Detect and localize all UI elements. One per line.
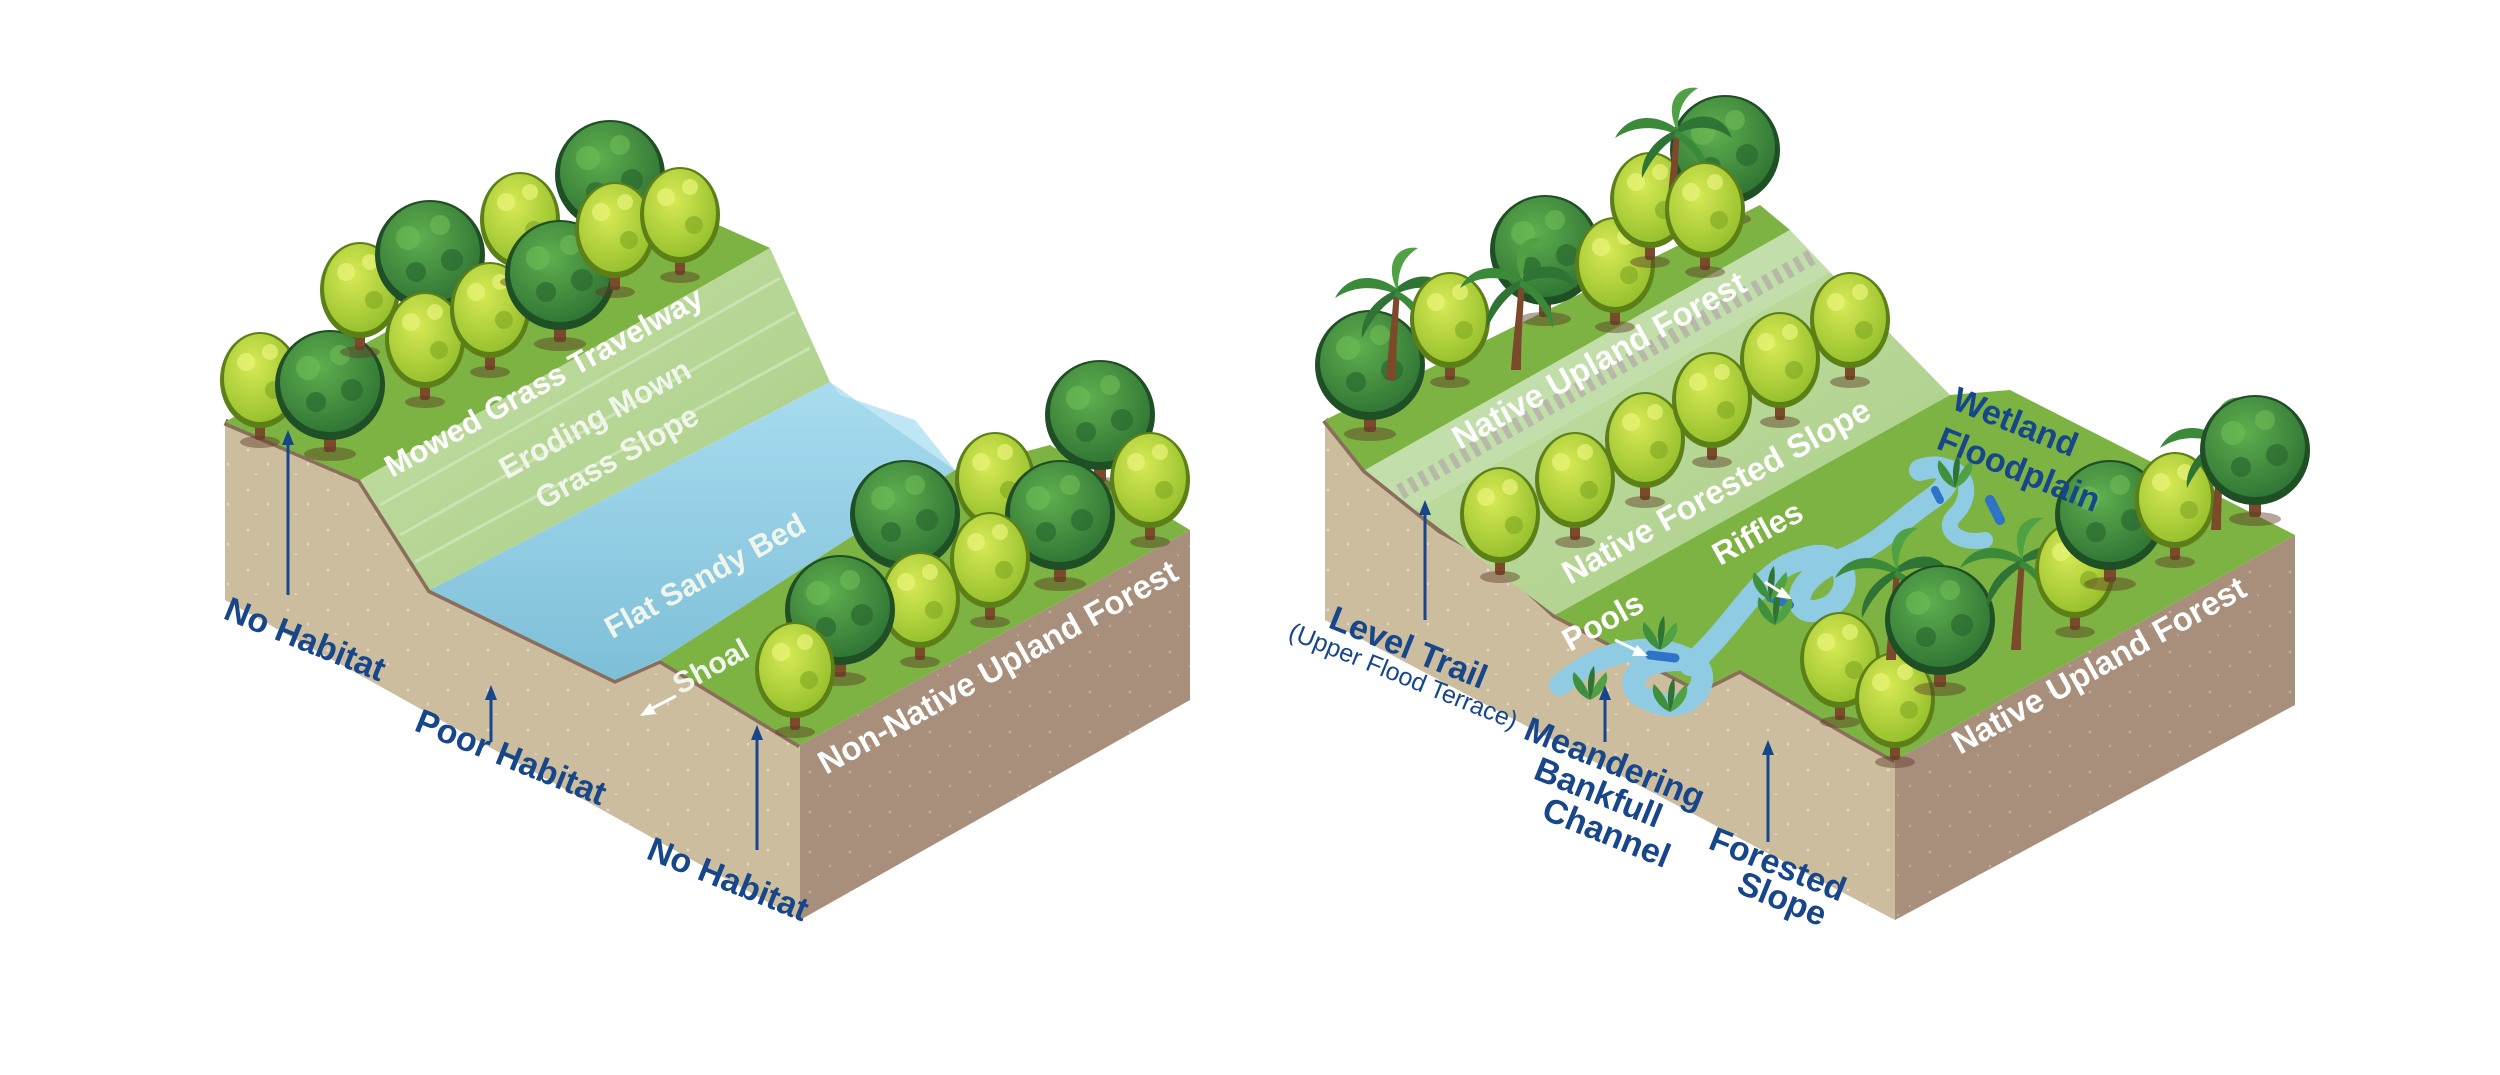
left-water-channel [430, 382, 955, 680]
right-upland-top [1325, 205, 1790, 470]
right-meandering-channel [1549, 456, 1959, 716]
left-eroding-slope [360, 248, 830, 590]
